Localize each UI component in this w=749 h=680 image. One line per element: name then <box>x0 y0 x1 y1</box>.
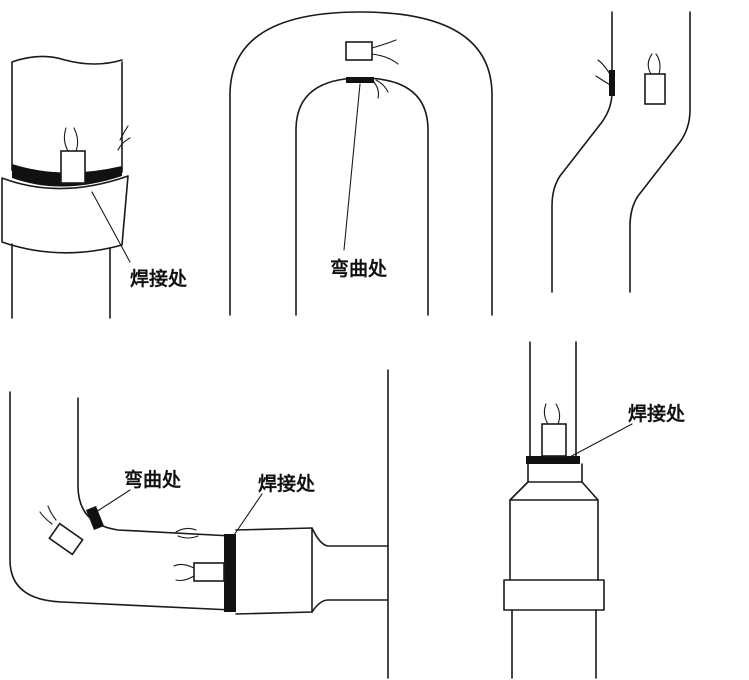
lead-wire-icon <box>63 127 79 152</box>
weld-band-icon <box>609 70 615 96</box>
large-body <box>509 499 599 581</box>
weld-label: 焊接处 <box>628 402 686 425</box>
lead-wire-icon <box>39 505 57 525</box>
elbow-inner <box>77 397 233 537</box>
strain-gauge-icon <box>193 562 225 582</box>
bend-label: 弯曲处 <box>124 468 182 491</box>
lead-wire-icon <box>117 125 131 151</box>
offset-pipe-left <box>551 11 613 293</box>
figure-elbow-with-reducer: 弯曲处 焊接处 <box>9 369 389 679</box>
reducer-cone <box>509 481 599 501</box>
collar <box>527 463 583 483</box>
figure-offset-bend <box>551 11 691 293</box>
strain-gauge-icon <box>60 150 86 184</box>
lead-wire-icon <box>543 403 561 425</box>
weld-band-icon <box>86 506 104 530</box>
bend-leader-line <box>95 489 131 513</box>
pipe-outline <box>11 55 123 173</box>
flange-ring <box>503 579 605 611</box>
weld-band-icon <box>224 534 236 612</box>
lower-body <box>511 609 597 679</box>
weld-band-icon <box>526 456 580 464</box>
weld-label: 焊接处 <box>130 267 188 290</box>
pipe-sleeve <box>1 175 129 254</box>
weld-leader-line <box>231 493 263 539</box>
weld-leader-line <box>91 191 131 263</box>
strain-gauge-icon <box>48 522 84 556</box>
strain-gauge-icon <box>644 73 666 105</box>
figure-straight-pipe-weld: 焊接处 <box>1 55 188 319</box>
lead-wire-icon <box>371 39 399 65</box>
lead-wire-icon <box>173 563 195 582</box>
lead-wire-icon <box>373 79 389 99</box>
lead-wire-icon <box>647 53 661 75</box>
weld-leader-line <box>567 423 633 459</box>
pipe-lower <box>11 243 111 319</box>
weld-band-icon <box>346 77 374 83</box>
elbow-outer <box>9 391 233 611</box>
figure-u-bend: 弯曲处 <box>229 11 493 316</box>
bend-leader-line <box>343 83 361 251</box>
u-bend-outer <box>229 11 493 316</box>
strain-gauge-icon <box>541 423 567 457</box>
figure-vertical-reducer-weld: 焊接处 <box>503 341 686 679</box>
lead-wire-icon <box>175 527 199 539</box>
strain-gauge-icon <box>345 41 373 61</box>
offset-pipe-right <box>629 11 691 293</box>
upper-pipe <box>529 341 577 461</box>
weld-label: 焊接处 <box>258 472 316 495</box>
bend-label: 弯曲处 <box>330 257 388 280</box>
